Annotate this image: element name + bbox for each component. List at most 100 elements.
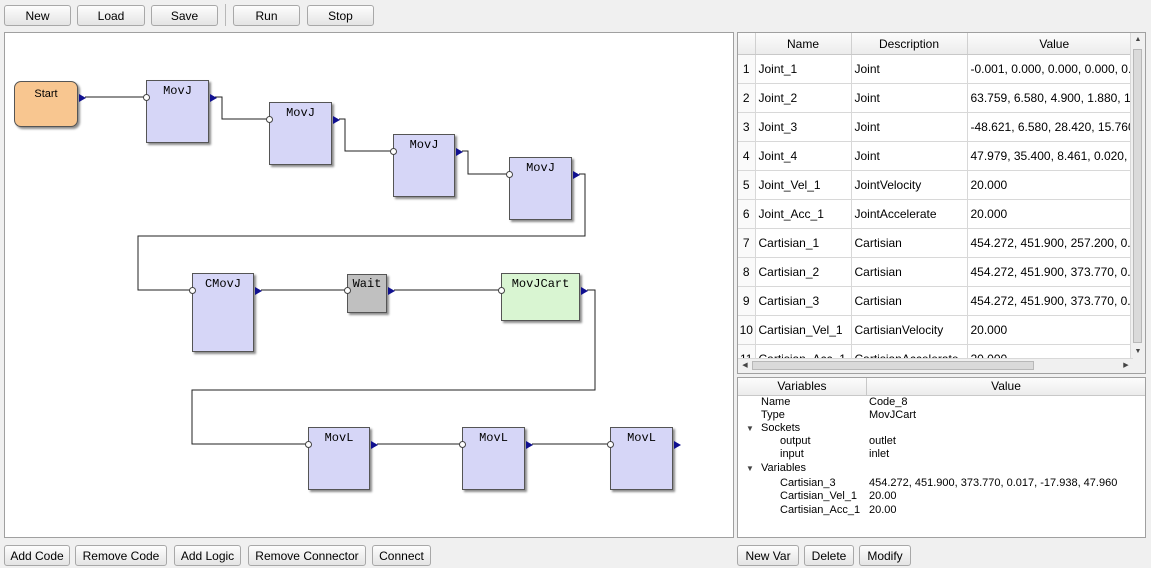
scrollbar-thumb[interactable] [752, 361, 1034, 370]
movl-node-3[interactable]: MovL [607, 427, 681, 490]
output-socket[interactable] [255, 287, 262, 295]
input-socket[interactable] [143, 94, 150, 101]
variable-table[interactable]: Name Description Value 1 Joint_1 Joint -… [737, 32, 1146, 374]
delete-button[interactable]: Delete [804, 545, 854, 566]
table-row[interactable]: 8 Cartisian_2 Cartisian 454.272, 451.900… [738, 257, 1142, 287]
table-row[interactable]: 5 Joint_Vel_1 JointVelocity 20.000 [738, 170, 1142, 200]
properties-tree[interactable]: Variables Value Name Code_8 Type MovJCar… [737, 377, 1146, 538]
column-header-description[interactable]: Description [851, 33, 968, 55]
property-row-output[interactable]: output outlet [738, 435, 1138, 448]
property-row-name[interactable]: Name Code_8 [738, 396, 1138, 409]
movj-node-4[interactable]: MovJ [506, 157, 580, 220]
cell-description[interactable]: CartisianVelocity [851, 315, 968, 345]
expand-arrow-icon[interactable]: ▼ [746, 424, 754, 433]
property-row-input[interactable]: input inlet [738, 448, 1138, 461]
cell-description[interactable]: Cartisian [851, 257, 968, 287]
flow-canvas[interactable]: Start MovJ MovJ MovJ MovJ CMovJ Wait Mov… [4, 32, 734, 538]
table-row[interactable]: 7 Cartisian_1 Cartisian 454.272, 451.900… [738, 228, 1142, 258]
cell-description[interactable]: Joint [851, 83, 968, 113]
property-row-type[interactable]: Type MovJCart [738, 409, 1138, 422]
scroll-right-icon[interactable]: ▶ [1123, 362, 1129, 369]
cmovj-node[interactable]: CMovJ [189, 273, 262, 352]
run-button[interactable]: Run [233, 5, 300, 26]
input-socket[interactable] [607, 441, 614, 448]
output-socket[interactable] [573, 171, 580, 179]
cell-name[interactable]: Cartisian_1 [755, 228, 852, 258]
property-row-cartisian-acc[interactable]: Cartisian_Acc_1 20.00 [738, 504, 1138, 517]
movjcart-node[interactable]: MovJCart [498, 273, 588, 321]
cell-value[interactable]: 20.000 [967, 315, 1142, 345]
output-socket[interactable] [333, 116, 340, 124]
cell-name[interactable]: Cartisian_3 [755, 286, 852, 316]
input-socket[interactable] [305, 441, 312, 448]
cell-description[interactable]: Cartisian [851, 228, 968, 258]
scroll-left-icon[interactable]: ◀ [742, 362, 748, 369]
table-row[interactable]: 6 Joint_Acc_1 JointAccelerate 20.000 [738, 199, 1142, 229]
column-header-value[interactable]: Value [967, 33, 1142, 55]
table-row[interactable]: 4 Joint_4 Joint 47.979, 35.400, 8.461, 0… [738, 141, 1142, 171]
movj-node-3[interactable]: MovJ [390, 134, 463, 197]
remove-code-button[interactable]: Remove Code [75, 545, 167, 566]
output-socket[interactable] [210, 94, 217, 102]
scrollbar-thumb[interactable] [1133, 49, 1142, 343]
cell-value[interactable]: 454.272, 451.900, 257.200, 0.0 [967, 228, 1142, 258]
add-code-button[interactable]: Add Code [4, 545, 70, 566]
load-button[interactable]: Load [77, 5, 145, 26]
cell-value[interactable]: 20.000 [967, 199, 1142, 229]
vertical-scrollbar[interactable]: ▲ ▼ [1130, 33, 1145, 359]
cell-value[interactable]: 63.759, 6.580, 4.900, 1.880, 13 [967, 83, 1142, 113]
movj-node-1[interactable]: MovJ [143, 80, 217, 143]
input-socket[interactable] [506, 171, 513, 178]
movl-node-1[interactable]: MovL [305, 427, 378, 490]
cell-description[interactable]: Joint [851, 112, 968, 142]
input-socket[interactable] [266, 116, 273, 123]
table-row[interactable]: 10 Cartisian_Vel_1 CartisianVelocity 20.… [738, 315, 1142, 345]
table-row[interactable]: 3 Joint_3 Joint -48.621, 6.580, 28.420, … [738, 112, 1142, 142]
property-group-variables[interactable]: ▼ Variables [738, 462, 1138, 475]
property-row-cartisian-vel[interactable]: Cartisian_Vel_1 20.00 [738, 490, 1138, 503]
output-socket[interactable] [371, 441, 378, 449]
column-header-value[interactable]: Value [991, 379, 1021, 393]
property-group-sockets[interactable]: ▼ Sockets [738, 422, 1138, 435]
wait-node[interactable]: Wait [344, 274, 395, 313]
cell-value[interactable]: 454.272, 451.900, 373.770, 0.0 [967, 286, 1142, 316]
input-socket[interactable] [498, 287, 505, 294]
output-socket[interactable] [526, 441, 533, 449]
new-var-button[interactable]: New Var [737, 545, 799, 566]
scroll-up-icon[interactable]: ▲ [1134, 36, 1142, 43]
save-button[interactable]: Save [151, 5, 218, 26]
property-row-cartisian-3[interactable]: Cartisian_3 454.272, 451.900, 373.770, 0… [738, 477, 1138, 490]
connect-button[interactable]: Connect [372, 545, 431, 566]
output-socket[interactable] [456, 148, 463, 156]
cell-name[interactable]: Joint_1 [755, 54, 852, 84]
cell-description[interactable]: JointAccelerate [851, 199, 968, 229]
expand-arrow-icon[interactable]: ▼ [746, 464, 754, 473]
cell-name[interactable]: Joint_Acc_1 [755, 199, 852, 229]
scroll-down-icon[interactable]: ▼ [1134, 348, 1142, 355]
output-socket[interactable] [581, 287, 588, 295]
cell-name[interactable]: Joint_2 [755, 83, 852, 113]
column-header-variables[interactable]: Variables [738, 378, 867, 395]
movl-node-2[interactable]: MovL [459, 427, 533, 490]
cell-description[interactable]: JointVelocity [851, 170, 968, 200]
cell-name[interactable]: Joint_Vel_1 [755, 170, 852, 200]
remove-connector-button[interactable]: Remove Connector [248, 545, 366, 566]
cell-value[interactable]: 20.000 [967, 170, 1142, 200]
input-socket[interactable] [459, 441, 466, 448]
input-socket[interactable] [390, 148, 397, 155]
input-socket[interactable] [344, 287, 351, 294]
start-node[interactable]: Start [14, 81, 86, 127]
output-socket[interactable] [79, 94, 86, 102]
cell-value[interactable]: -48.621, 6.580, 28.420, 15.760 [967, 112, 1142, 142]
new-button[interactable]: New [4, 5, 71, 26]
table-row[interactable]: 9 Cartisian_3 Cartisian 454.272, 451.900… [738, 286, 1142, 316]
cell-name[interactable]: Joint_3 [755, 112, 852, 142]
cell-description[interactable]: Joint [851, 54, 968, 84]
cell-value[interactable]: 47.979, 35.400, 8.461, 0.020, 2 [967, 141, 1142, 171]
column-header-name[interactable]: Name [755, 33, 852, 55]
input-socket[interactable] [189, 287, 196, 294]
movj-node-2[interactable]: MovJ [266, 102, 340, 165]
table-row[interactable]: 2 Joint_2 Joint 63.759, 6.580, 4.900, 1.… [738, 83, 1142, 113]
modify-button[interactable]: Modify [859, 545, 911, 566]
cell-value[interactable]: 454.272, 451.900, 373.770, 0.0 [967, 257, 1142, 287]
